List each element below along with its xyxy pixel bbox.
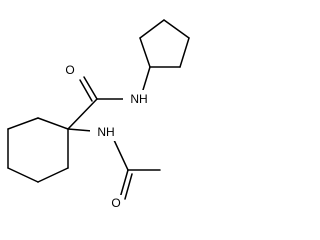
bond — [163, 19, 190, 39]
bond — [79, 79, 93, 102]
bond — [113, 139, 129, 171]
bond — [37, 167, 69, 183]
bond — [142, 66, 151, 91]
bond — [7, 167, 39, 183]
label-bg — [62, 62, 78, 78]
bond — [139, 19, 165, 39]
bond — [37, 117, 69, 130]
bond — [67, 98, 98, 130]
bond — [139, 37, 151, 68]
bond — [7, 117, 39, 130]
amide-nh-label: NH — [130, 92, 147, 106]
cyclohexane-ring — [7, 117, 69, 183]
label-bg — [123, 90, 155, 107]
bond — [179, 37, 190, 68]
label-bg — [108, 195, 124, 211]
bond — [83, 76, 98, 100]
oxygen-acetyl-label: O — [111, 196, 120, 210]
molecule-structure: O NH NH O — [7, 19, 190, 211]
acetamide-nh-label: NH — [97, 125, 114, 139]
bond — [124, 173, 133, 200]
bond — [67, 128, 93, 132]
bond — [119, 169, 129, 199]
label-bg — [90, 124, 122, 141]
oxygen-amide-label: O — [65, 63, 74, 77]
cyclopentyl-ring — [139, 19, 190, 68]
